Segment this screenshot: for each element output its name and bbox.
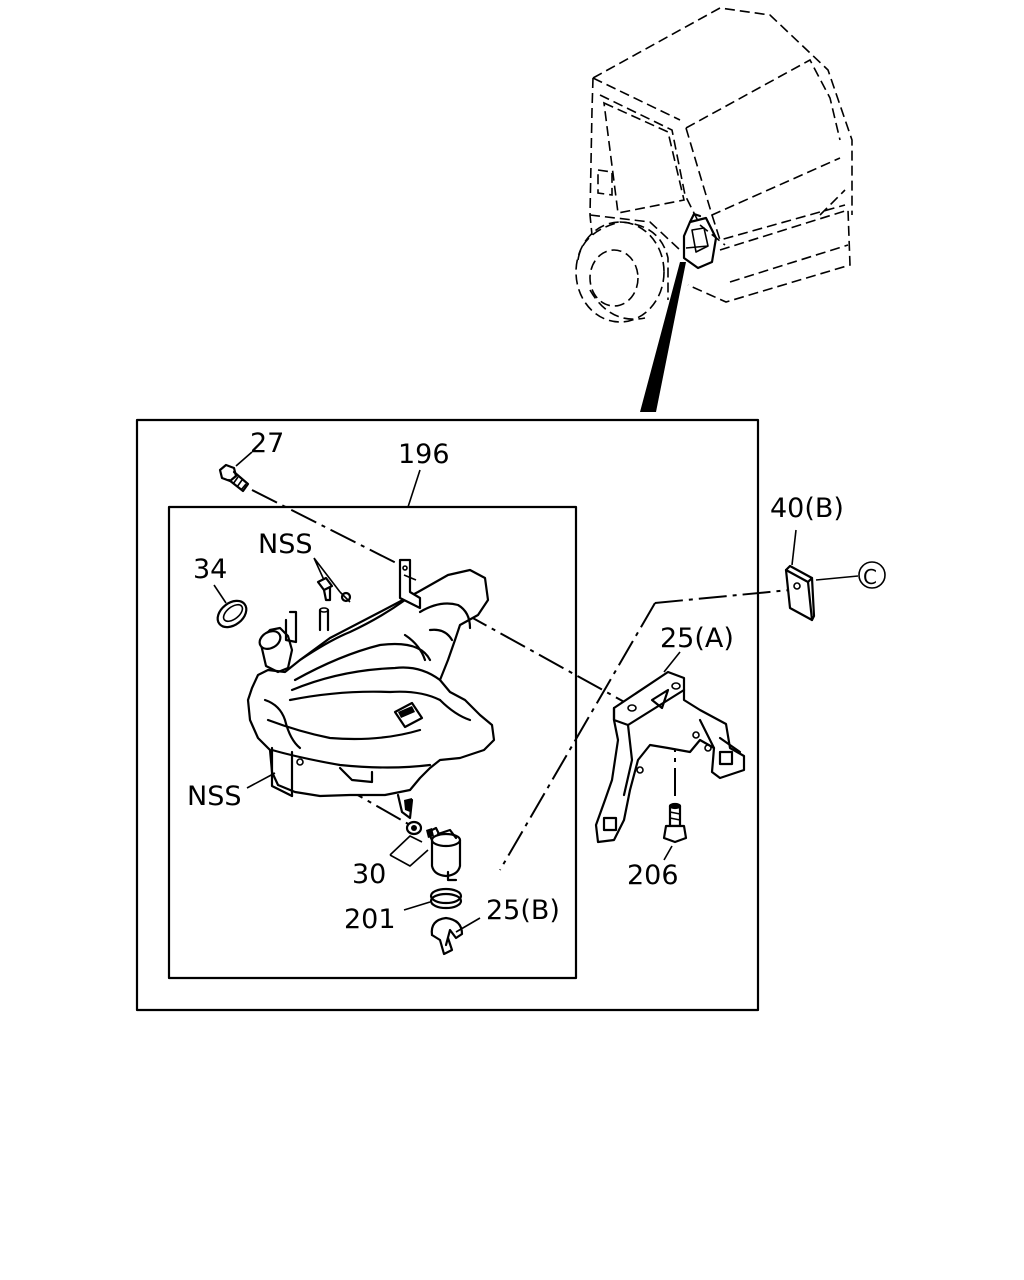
callout-196: 196 xyxy=(398,439,450,470)
alignment-line-40b xyxy=(654,589,791,604)
outer-frame xyxy=(135,418,760,1012)
assembly-196-frame xyxy=(167,505,578,980)
leader-206 xyxy=(663,845,673,861)
alignment-line-27 xyxy=(251,489,411,571)
callout-40b: 40(B) xyxy=(770,493,844,524)
leader-25a xyxy=(663,651,681,673)
bracket-25a-icon xyxy=(594,670,746,844)
leader-40b xyxy=(791,529,797,566)
callout-25b: 25(B) xyxy=(486,895,560,926)
cap-34-icon xyxy=(216,599,248,629)
leader-nss-left xyxy=(246,772,276,789)
callout-34: 34 xyxy=(193,554,227,585)
leader-c xyxy=(815,575,859,581)
callout-leader-wedge xyxy=(640,262,686,412)
callout-201: 201 xyxy=(344,904,396,935)
callout-30: 30 xyxy=(352,859,386,890)
grommet-201-icon xyxy=(429,887,463,910)
nss-fitting-icon xyxy=(316,576,352,603)
washer-tank-icon xyxy=(246,558,496,820)
bolt-206-icon xyxy=(662,802,688,844)
callout-206: 206 xyxy=(627,860,679,891)
callout-25a: 25(A) xyxy=(660,623,734,654)
bolt-27-icon xyxy=(218,463,250,493)
leader-27 xyxy=(235,451,253,467)
leader-34 xyxy=(213,584,227,604)
washer-motor-30-icon xyxy=(405,820,462,882)
leader-25b xyxy=(455,917,481,933)
callout-27: 27 xyxy=(250,428,284,459)
leader-30 xyxy=(389,835,429,867)
callout-nss-top: NSS xyxy=(258,529,312,560)
clip-25b-icon xyxy=(430,916,464,956)
callout-nss-left: NSS xyxy=(187,781,241,812)
truck-cab-illustration xyxy=(575,7,853,323)
ref-c-circle xyxy=(858,561,886,589)
leader-196 xyxy=(407,469,421,508)
leader-201 xyxy=(403,901,431,911)
callout-c: C xyxy=(863,565,877,589)
alignment-line-tank-to-bracket xyxy=(461,611,629,705)
alignment-line-motor xyxy=(499,602,656,871)
pad-40b-icon xyxy=(784,564,816,622)
leader-nss-top xyxy=(313,557,341,593)
